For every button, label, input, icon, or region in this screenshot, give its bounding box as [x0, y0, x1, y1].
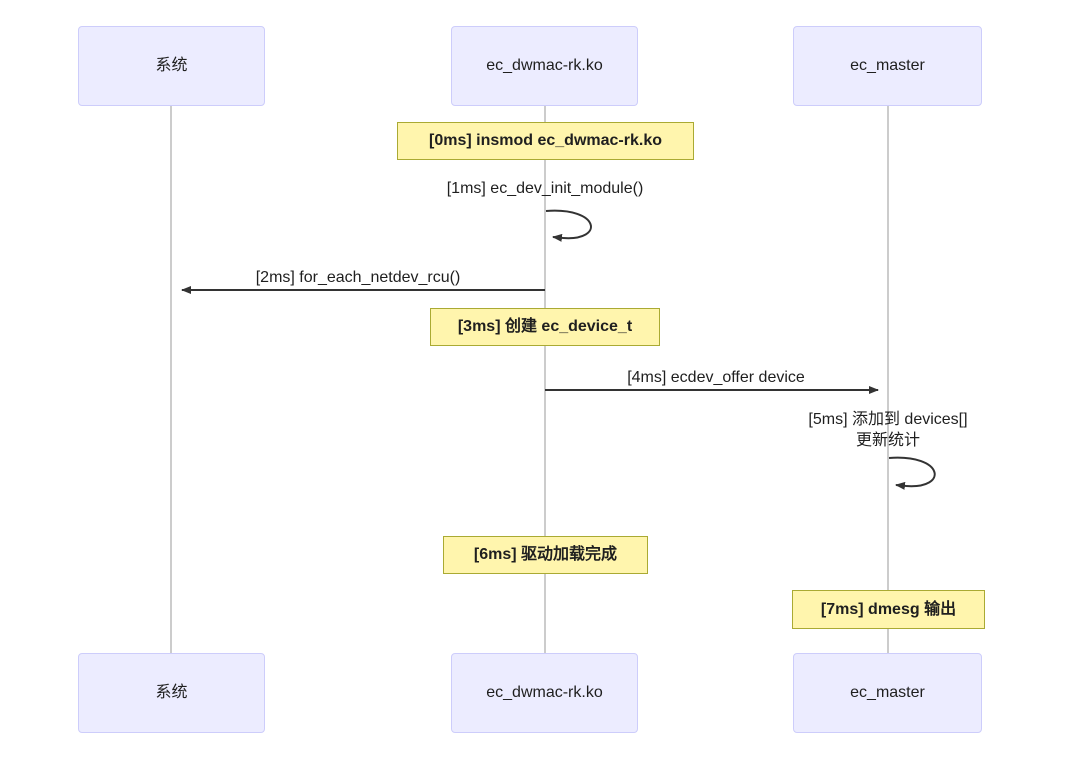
participant-label: ec_dwmac-rk.ko: [486, 57, 603, 75]
message-label-m5: [5ms] 添加到 devices[] 更新统计: [808, 411, 968, 449]
participant-box-driver-top[interactable]: ec_dwmac-rk.ko: [451, 26, 638, 106]
participant-label: 系统: [155, 57, 188, 75]
participant-box-system-top[interactable]: 系统: [78, 26, 265, 106]
note-label: [3ms] 创建 ec_device_t: [457, 318, 633, 335]
note-m3[interactable]: [3ms] 创建 ec_device_t: [430, 308, 660, 346]
note-m6[interactable]: [6ms] 驱动加载完成: [443, 536, 648, 574]
self-loop-arrow-m5: [888, 456, 936, 490]
message-label-m4: [4ms] ecdev_offer device: [627, 369, 805, 386]
message-label-m2: [2ms] for_each_netdev_rcu(): [255, 269, 461, 286]
participant-box-master-bottom[interactable]: ec_master: [793, 653, 982, 733]
note-m7[interactable]: [7ms] dmesg 输出: [792, 590, 985, 629]
note-label: [6ms] 驱动加载完成: [473, 546, 618, 563]
message-label-m1: [1ms] ec_dev_init_module(): [446, 180, 644, 197]
participant-label: ec_master: [850, 57, 925, 75]
participant-label: ec_dwmac-rk.ko: [486, 684, 603, 702]
participant-box-master-top[interactable]: ec_master: [793, 26, 982, 106]
participant-box-system-bottom[interactable]: 系统: [78, 653, 265, 733]
self-loop-arrow-m1: [545, 209, 592, 242]
note-label: [0ms] insmod ec_dwmac-rk.ko: [429, 132, 662, 149]
participant-box-driver-bottom[interactable]: ec_dwmac-rk.ko: [451, 653, 638, 733]
participant-label: ec_master: [850, 684, 925, 702]
note-m0[interactable]: [0ms] insmod ec_dwmac-rk.ko: [397, 122, 694, 160]
note-label: [7ms] dmesg 输出: [820, 600, 957, 618]
participant-label: 系统: [155, 684, 188, 702]
